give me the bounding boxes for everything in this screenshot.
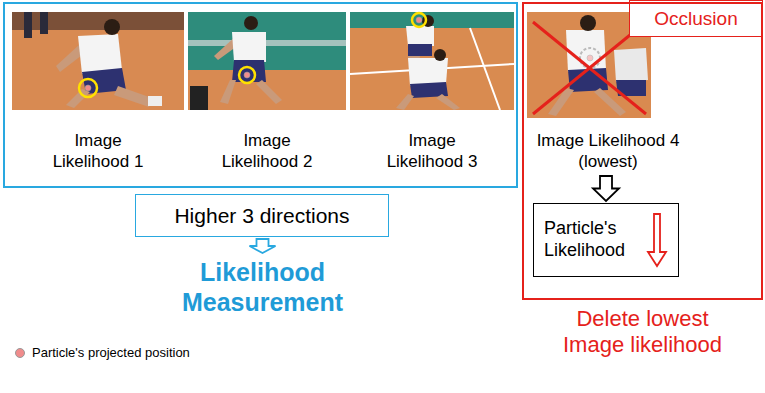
image-panel: Image Likelihood 3 (350, 10, 514, 174)
court-photo (350, 12, 514, 110)
image-panel: Image Likelihood 2 (188, 10, 346, 174)
group-box: Image Likelihood 1 Image Likelihood 2 Imag… (3, 2, 518, 188)
image-caption: Image Likelihood 4 (lowest) (528, 130, 688, 173)
box-label: Higher 3 directions (174, 204, 349, 228)
image-caption: Image Likelihood 1 (42, 130, 154, 173)
image-panel: Image Likelihood 4 (lowest) (526, 10, 690, 174)
hollow-arrow (250, 239, 276, 253)
caption-holder: Image Likelihood 1 (12, 130, 184, 173)
legend-label: Particle's projected position (32, 345, 190, 360)
legend-swatch-dot (16, 348, 25, 357)
caption-holder: Image Likelihood 3 (350, 130, 514, 173)
tag-label: Occlusion (654, 8, 737, 30)
caption-holder: Image Likelihood 4 (lowest) (526, 130, 690, 173)
image-caption: Image Likelihood 2 (211, 130, 323, 173)
legend-row: Particle's projected position (14, 345, 190, 360)
group-box: Delete lowest Image likelihoodImage Like… (522, 2, 763, 300)
legend-swatch (14, 347, 26, 359)
tag-box: Occlusion (629, 0, 763, 37)
result-label: Likelihood Measurement (140, 255, 385, 319)
image-caption: Image Likelihood 3 (376, 130, 488, 173)
down-arrow (645, 212, 669, 268)
court-photo (12, 12, 184, 110)
hollow-arrow (593, 176, 619, 201)
court-photo (188, 12, 346, 110)
image-panel: Image Likelihood 1 (12, 10, 184, 174)
process-box: Particle's Likelihood (533, 203, 679, 277)
group-heading: Delete lowest Image likelihood (554, 306, 732, 359)
caption-holder: Delete lowest Image likelihood (524, 306, 761, 359)
process-box: Higher 3 directions (135, 194, 389, 237)
box-label: Particle's Likelihood (544, 218, 644, 261)
result-text: Likelihood Measurement (140, 257, 385, 317)
caption-holder: Image Likelihood 2 (188, 130, 346, 173)
